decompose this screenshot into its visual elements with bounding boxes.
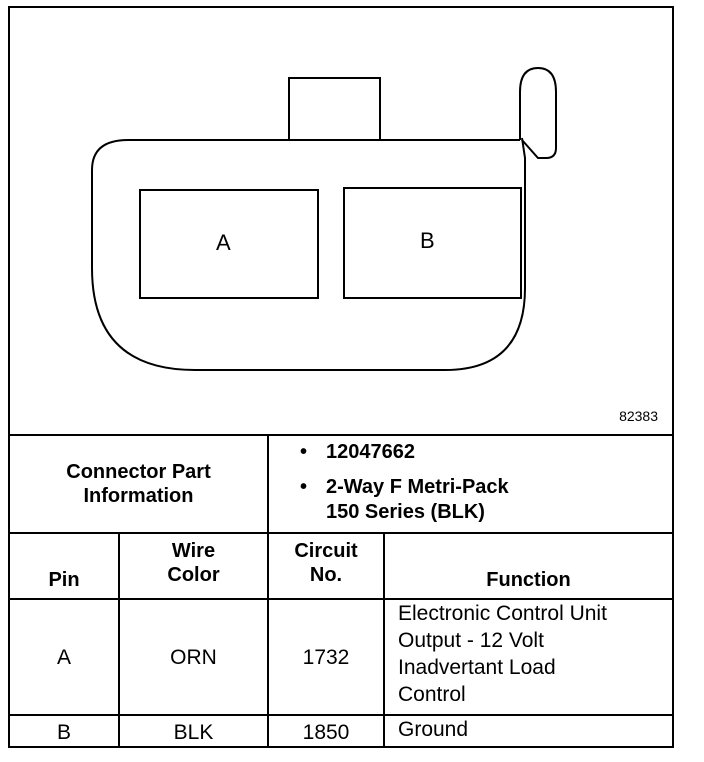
rule-diagram-bottom — [10, 434, 672, 436]
cavity-a — [139, 189, 319, 299]
description-item: • 2-Way F Metri-Pack 150 Series (BLK) — [300, 475, 680, 525]
connector-part-info-list: • 12047662 • 2-Way F Metri-Pack 150 Seri… — [300, 440, 680, 535]
latch-loop — [519, 66, 557, 159]
row-a-wire-color-text: ORN — [170, 645, 217, 669]
row-a-pin-text: A — [56, 645, 71, 669]
row-b-function-line1: Ground — [398, 718, 469, 741]
row-a-wire-color: ORN — [120, 600, 267, 714]
connector-outline-drawing — [91, 66, 557, 371]
connector-diagram: A B 82383 — [10, 8, 672, 436]
row-a-function-line3: Inadvertant Load — [398, 656, 556, 679]
row-a-circuit: 1732 — [269, 600, 383, 714]
rule-row-a-bottom — [10, 714, 672, 716]
description: 2-Way F Metri-Pack 150 Series (BLK) — [326, 475, 509, 525]
row-b-circuit-text: 1850 — [302, 720, 350, 744]
header-wire-color-line2: Color — [167, 564, 220, 586]
row-b-circuit: 1850 — [269, 716, 383, 748]
header-pin-text: Pin — [48, 569, 80, 591]
header-circuit: Circuit No. — [269, 534, 383, 598]
header-circuit-line1: Circuit — [294, 540, 358, 562]
header-wire-color-line1: Wire — [171, 540, 216, 562]
row-b-function: Ground — [398, 716, 668, 743]
row-a-function-line2: Output - 12 Volt — [398, 629, 544, 652]
row-b-pin: B — [10, 716, 118, 748]
header-function-text: Function — [486, 569, 571, 591]
connector-part-info-line2: Information — [83, 485, 194, 507]
row-a-function-line4: Control — [398, 683, 466, 706]
rule-info-bottom — [10, 532, 672, 534]
description-line2: 150 Series (BLK) — [326, 501, 485, 523]
row-a-pin: A — [10, 600, 118, 714]
row-b-wire-color-text: BLK — [173, 720, 214, 744]
header-wire-color: Wire Color — [120, 534, 267, 598]
row-a-function-line1: Electronic Control Unit — [398, 602, 607, 625]
description-line1: 2-Way F Metri-Pack — [326, 476, 509, 498]
bullet-icon: • — [300, 441, 308, 463]
rule-info-divider — [267, 434, 269, 534]
connector-body — [91, 137, 526, 371]
row-b-pin-text: B — [56, 720, 71, 744]
part-number: 12047662 — [326, 441, 415, 463]
connector-part-info-header: Connector Part Information — [10, 436, 267, 532]
rule-col-circuit — [383, 532, 385, 748]
header-circuit-line2: No. — [309, 564, 343, 586]
connector-end-view-frame: A B 82383 Connector Part Information • 1… — [8, 6, 674, 748]
cavity-b — [343, 187, 522, 299]
rule-col-pin — [118, 532, 120, 748]
cavity-b-label: B — [420, 228, 435, 253]
locking-tab — [288, 77, 381, 140]
row-a-circuit-text: 1732 — [302, 645, 350, 669]
header-pin: Pin — [10, 534, 118, 598]
connector-part-info-line1: Connector Part — [66, 461, 211, 483]
cavity-a-label: A — [216, 230, 231, 255]
bullet-icon: • — [300, 476, 308, 498]
row-b-wire-color: BLK — [120, 716, 267, 748]
part-number-item: • 12047662 — [300, 440, 680, 465]
header-function: Function — [385, 534, 672, 598]
rule-header-bottom — [10, 598, 672, 600]
row-a-function: Electronic Control Unit Output - 12 Volt… — [398, 600, 668, 708]
figure-number: 82383 — [619, 408, 658, 424]
rule-col-wire — [267, 532, 269, 748]
